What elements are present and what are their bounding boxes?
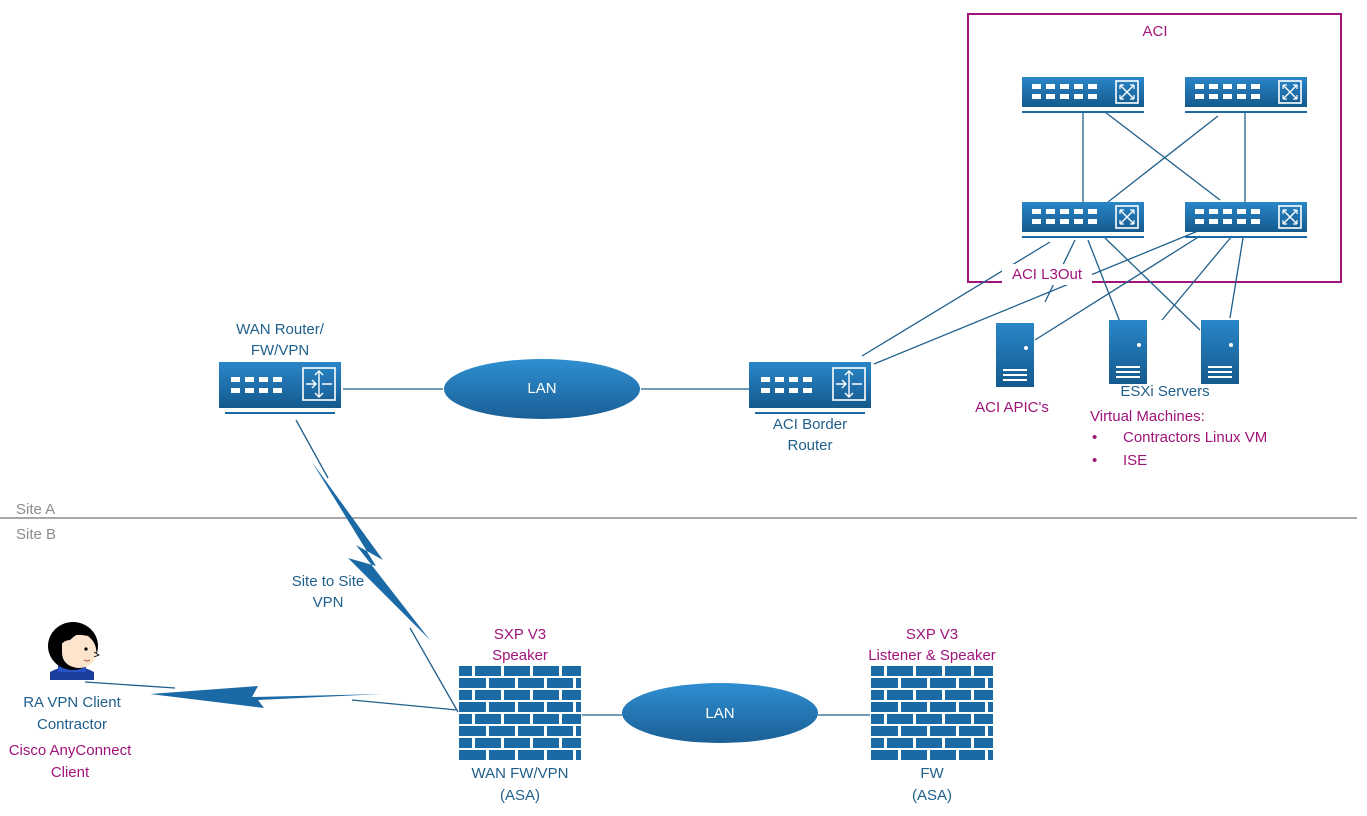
aci-border-router-label-line2: Router (787, 437, 833, 454)
vm-bullet-1: • (1092, 429, 1098, 446)
ra-vpn-bolt (150, 686, 382, 708)
vm-bullet-2: • (1092, 452, 1098, 469)
wan-router (218, 361, 342, 415)
lan-site-b-label: LAN (705, 705, 735, 722)
wan-router-label-line2: FW/VPN (250, 342, 310, 359)
aci-leaf-switch-2 (1184, 201, 1308, 239)
fw-b-role-line1: SXP V3 (905, 626, 959, 643)
vm-heading: Virtual Machines: (1090, 408, 1205, 425)
aci-l3out-label: ACI L3Out (1002, 264, 1092, 285)
aci-border-router (748, 361, 872, 415)
ra-client-label-line1: RA VPN Client (23, 694, 121, 711)
aci-fabric-box (967, 13, 1342, 283)
site-to-site-vpn-bolt (312, 462, 430, 640)
site-b-label: Site B (16, 526, 57, 543)
site-a-label: Site A (16, 501, 56, 518)
wan-firewall (459, 666, 581, 762)
aci-box-title: ACI (1142, 23, 1168, 40)
person-icon (48, 622, 100, 680)
wan-fw-role-line1: SXP V3 (493, 626, 547, 643)
fw-b-label-line1: FW (920, 765, 944, 782)
aci-spine-switch-2 (1184, 76, 1308, 114)
aci-border-router-label-line1: ACI Border (772, 416, 848, 433)
site-to-site-vpn-label-line2: VPN (312, 594, 344, 611)
ra-client-label-line2: Contractor (36, 716, 108, 733)
fw-b-label-line2: (ASA) (911, 787, 952, 804)
vm-item-1: Contractors Linux VM (1123, 429, 1268, 446)
connections (84, 111, 1246, 716)
lan-site-a (444, 359, 640, 419)
apic-label: ACI APIC's (975, 399, 1049, 416)
ra-client-software-line2: Client (50, 764, 90, 781)
wan-fw-label-line1: WAN FW/VPN (471, 765, 569, 782)
aci-spine-switch-1 (1021, 76, 1145, 114)
aci-leaf-switch-1 (1021, 201, 1145, 239)
site-to-site-vpn-label-line1: Site to Site (291, 573, 365, 590)
apic-server (996, 323, 1034, 387)
site-b-firewall (871, 666, 993, 762)
wan-fw-label-line2: (ASA) (499, 787, 540, 804)
wan-router-label-line1: WAN Router/ (236, 321, 324, 338)
esxi-server-1 (1109, 320, 1147, 384)
ra-client-software-line1: Cisco AnyConnect (8, 742, 132, 759)
lan-site-a-label: LAN (527, 380, 557, 397)
esxi-label: ESXi Servers (1120, 383, 1210, 400)
esxi-server-2 (1201, 320, 1239, 384)
wan-fw-role-line2: Speaker (492, 647, 548, 664)
fw-b-role-line2: Listener & Speaker (868, 647, 996, 664)
lan-site-b (622, 683, 818, 743)
vm-item-2: ISE (1123, 452, 1148, 469)
